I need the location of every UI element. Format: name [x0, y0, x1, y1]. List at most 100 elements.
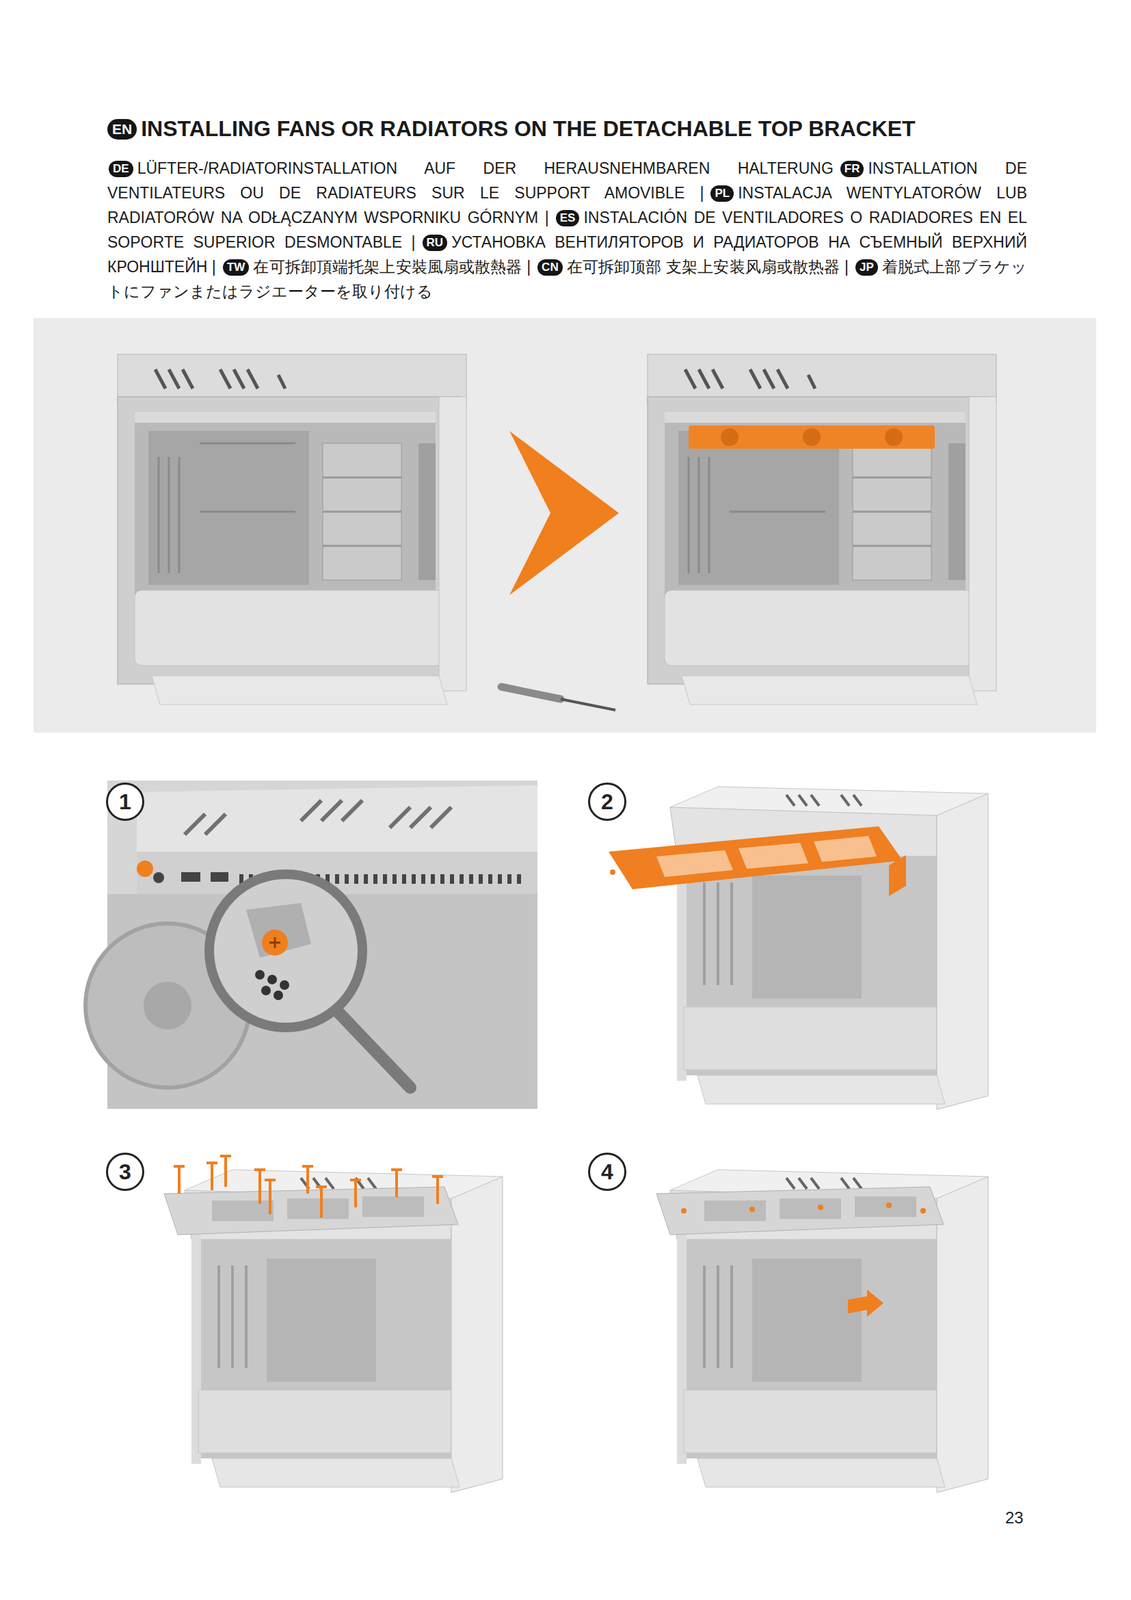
illustration-part: [274, 936, 277, 948]
illustration-part: [302, 1164, 314, 1168]
illustration-part: [164, 1186, 459, 1235]
illustration-part: [432, 1174, 444, 1178]
badge-text: FR: [844, 162, 861, 176]
illustration-part: [117, 354, 467, 705]
illustration-part: [136, 784, 538, 852]
overview-panel: [33, 317, 1097, 733]
illustration-part: [430, 873, 435, 884]
illustration-part: [459, 873, 464, 884]
illustration-part: [392, 873, 397, 884]
illustration-part: [886, 1202, 892, 1208]
illustration-part: [421, 873, 426, 884]
illustration-part: [656, 849, 734, 877]
illustration-part: [402, 873, 407, 884]
step-1-image: [85, 780, 538, 1109]
step-2-image: [608, 786, 989, 1110]
illustration-part: [261, 929, 288, 956]
illustration-part: [350, 1178, 362, 1181]
illustration-part: [817, 1204, 824, 1210]
illustration-part: [255, 969, 265, 980]
illustration-part: [704, 1200, 766, 1221]
magnifier-handle: [338, 1012, 411, 1088]
bracket: [608, 826, 907, 896]
illustration-part: [410, 806, 431, 828]
illustration-part: [206, 1161, 218, 1164]
callout-number: 3: [105, 1152, 145, 1191]
illustration-part: [246, 902, 312, 958]
screws: [173, 1155, 444, 1218]
illustration-part: [497, 873, 502, 884]
illustration-part: [181, 871, 201, 882]
illustration-part: [320, 1186, 323, 1218]
step-4-image: [656, 1169, 989, 1493]
callout-text: 4: [601, 1159, 614, 1185]
illustration-part: [738, 842, 809, 869]
illustration-part: [681, 1207, 687, 1214]
illustration-part: [802, 428, 821, 446]
illustration-part: [501, 686, 561, 699]
language-badge: DE: [108, 160, 134, 178]
illustration-part: [210, 1162, 214, 1190]
language-badge: FR: [840, 160, 865, 178]
badge-text: TW: [227, 260, 245, 274]
language-badge: CN: [537, 259, 563, 276]
badge-text: DE: [112, 162, 130, 176]
illustration-part: [656, 1186, 944, 1235]
illustration-part: [749, 1206, 755, 1212]
illustration-part: [681, 1202, 926, 1214]
illustration-part: [258, 1169, 262, 1204]
illustration-part: [516, 873, 522, 884]
illustration-part: [888, 854, 907, 896]
illustration-part: [920, 1207, 926, 1214]
illustration-part: [273, 990, 284, 1000]
illustration-part: [341, 800, 363, 821]
illustration-part: [362, 1195, 424, 1217]
illustration-part: [268, 1179, 272, 1214]
illustration-part: [211, 1200, 274, 1221]
badge-text: CN: [541, 260, 559, 274]
screwdriver: [501, 686, 616, 710]
illustration-part: [354, 1179, 357, 1207]
illustration-part: [813, 835, 877, 862]
illustration-part: [507, 873, 512, 884]
illustration-part: [344, 873, 349, 884]
illustration-part: [184, 800, 452, 835]
badge-text: EN: [112, 121, 132, 137]
illustration-part: [608, 826, 903, 889]
illustration-part: [143, 981, 192, 1030]
illustration-part: [184, 813, 206, 835]
illustration-part: [854, 1195, 917, 1217]
arrow-chevron: [509, 430, 619, 595]
illustration-part: [354, 873, 359, 884]
illustration-part: [261, 985, 271, 995]
language-badge: JP: [855, 259, 878, 276]
illustration-part: [411, 873, 416, 884]
illustration-part: [391, 1167, 403, 1171]
illustration-part: [205, 813, 226, 835]
illustration-part: [478, 873, 483, 884]
page-title: INSTALLING FANS OR RADIATORS ON THE DETA…: [140, 116, 915, 141]
illustration-part: [220, 1154, 232, 1157]
badge-text: PL: [714, 186, 730, 200]
badge-text: JP: [859, 260, 874, 274]
translated-heading: LÜFTER-/RADIATORINSTALLATION AUF DER HER…: [137, 159, 834, 178]
illustration-part: [884, 428, 903, 446]
illustration-part: [436, 1176, 439, 1204]
illustration-part: [647, 354, 997, 705]
illustration-part: [264, 1178, 276, 1181]
language-badge: ES: [555, 209, 580, 227]
illustration-part: [720, 428, 739, 446]
translations: DE LÜFTER-/RADIATORINSTALLATION AUF DER H…: [107, 155, 1028, 304]
illustration-part: [321, 800, 342, 821]
callout-text: 2: [601, 789, 614, 815]
illustration-part: [210, 871, 229, 882]
language-badge: RU: [422, 234, 448, 251]
illustration-part: [254, 1167, 266, 1171]
illustration-part: [287, 1198, 349, 1219]
illustration-part: [173, 1164, 185, 1168]
illustration-part: [440, 873, 445, 884]
illustration-part: [153, 871, 165, 883]
push-arrow: [847, 1288, 884, 1317]
illustration-part: [300, 800, 322, 821]
